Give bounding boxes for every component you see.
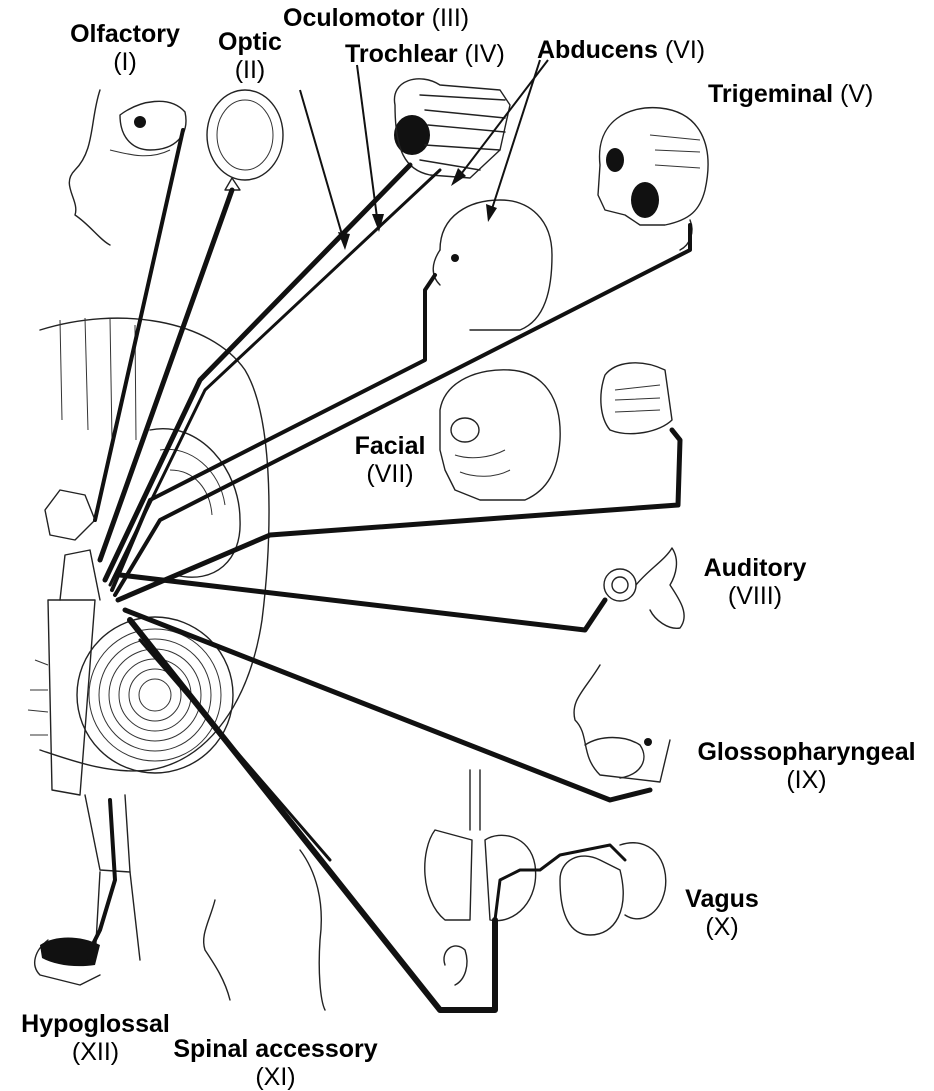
label-vagus-numeral: (X) [672, 913, 772, 941]
label-trochlear: Trochlear (IV) [345, 40, 505, 68]
label-abducens-name: Abducens [537, 36, 658, 64]
label-trigeminal-name: Trigeminal [708, 80, 833, 108]
nerve-pathways [85, 130, 690, 1010]
label-auditory-name: Auditory [690, 554, 820, 582]
label-glossopharyngeal-name: Glossopharyngeal [684, 738, 929, 766]
leader-arrows [300, 60, 548, 250]
label-olfactory-numeral: (I) [60, 48, 190, 76]
inner-ear-illustration [604, 548, 684, 628]
abducens-head-illustration [433, 200, 552, 330]
label-hypoglossal: Hypoglossal (XII) [8, 1010, 183, 1066]
label-optic-numeral: (II) [210, 56, 290, 84]
optic-eye-illustration [207, 90, 283, 190]
glossopharyngeal-mouth-illustration [574, 665, 670, 782]
oculomotor-nerve [105, 165, 410, 580]
label-vagus: Vagus (X) [672, 885, 772, 941]
trochlear-arrow [357, 65, 378, 225]
label-auditory: Auditory (VIII) [690, 554, 820, 610]
label-abducens-numeral: (VI) [665, 36, 705, 64]
label-facial-numeral: (VII) [340, 460, 440, 488]
abducens-arrowhead-1 [486, 204, 497, 222]
vagus-organs-illustration [425, 770, 666, 985]
label-auditory-numeral: (VIII) [690, 582, 820, 610]
abducens-arrow-1 [490, 60, 540, 215]
label-facial: Facial (VII) [340, 432, 440, 488]
label-abducens: Abducens (VI) [537, 36, 705, 64]
label-olfactory-name: Olfactory [60, 20, 190, 48]
label-optic: Optic (II) [210, 28, 290, 84]
label-glossopharyngeal-numeral: (IX) [684, 766, 929, 794]
label-oculomotor-name: Oculomotor [283, 4, 425, 32]
label-hypoglossal-name: Hypoglossal [8, 1010, 183, 1038]
facial-head-illustration [440, 370, 560, 500]
label-spinal-accessory: Spinal accessory (XI) [158, 1035, 393, 1091]
auditory-nerve [120, 575, 605, 630]
label-oculomotor: Oculomotor (III) [283, 4, 469, 32]
label-vagus-name: Vagus [672, 885, 772, 913]
label-trigeminal-numeral: (V) [840, 80, 873, 108]
label-spinal-accessory-name: Spinal accessory [158, 1035, 393, 1063]
hypoglossal-mouth-illustration [35, 938, 100, 986]
olfactory-illustration [69, 90, 186, 245]
label-olfactory: Olfactory (I) [60, 20, 190, 76]
spinal-accessory-nerve [140, 640, 330, 860]
label-facial-name: Facial [340, 432, 440, 460]
oculomotor-arrow [300, 90, 345, 245]
optic-nerve [100, 190, 232, 560]
neck-muscle-illustration [204, 850, 325, 1010]
label-trochlear-numeral: (IV) [465, 40, 505, 68]
label-optic-name: Optic [210, 28, 290, 56]
glossopharyngeal-nerve [125, 610, 650, 800]
label-hypoglossal-numeral: (XII) [8, 1038, 183, 1066]
vagus-nerve [130, 620, 495, 1010]
label-trochlear-name: Trochlear [345, 40, 458, 68]
taste-mouth-illustration [601, 363, 672, 434]
label-glossopharyngeal: Glossopharyngeal (IX) [684, 738, 929, 794]
oculomotor-arrowhead [338, 232, 350, 250]
abducens-arrow-2 [455, 60, 548, 182]
label-trigeminal: Trigeminal (V) [708, 80, 873, 108]
label-spinal-accessory-numeral: (XI) [158, 1063, 393, 1091]
label-oculomotor-numeral: (III) [432, 4, 470, 32]
